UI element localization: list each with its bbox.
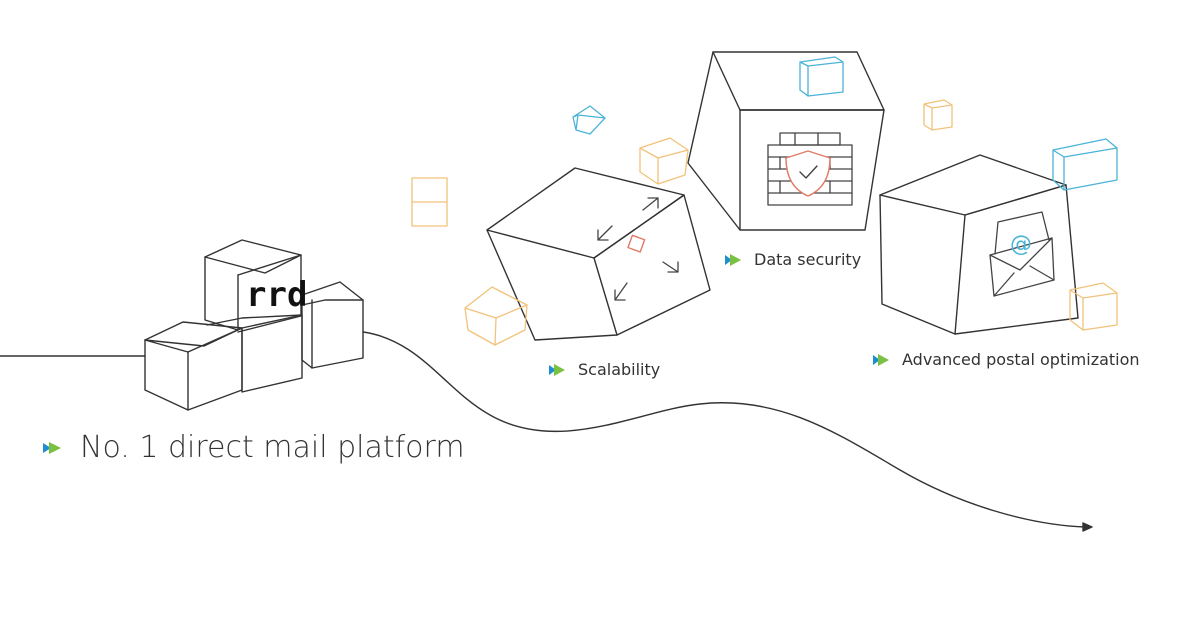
shield-check-icon bbox=[785, 150, 831, 197]
journey-line bbox=[0, 331, 1086, 528]
expand-arrows-icon bbox=[597, 197, 679, 301]
small-cube-icon bbox=[1052, 138, 1118, 191]
small-cube-icon bbox=[923, 99, 953, 131]
label-data-security: Data security bbox=[724, 250, 861, 269]
bullet-arrow-icon bbox=[548, 363, 568, 377]
small-cube-icon bbox=[464, 286, 528, 346]
postal-cube bbox=[879, 154, 1079, 335]
journey-arrow-head bbox=[1082, 522, 1093, 532]
rrd-logo: rrd bbox=[246, 275, 307, 315]
logo-cube bbox=[204, 239, 302, 333]
label-data-security-text: Data security bbox=[754, 250, 862, 269]
base-cube-middle bbox=[206, 314, 303, 393]
small-cube-icon bbox=[639, 137, 689, 185]
email-at-icon: @ bbox=[1010, 232, 1032, 257]
label-postal: Advanced postal optimization bbox=[872, 350, 1140, 369]
bullet-arrow-icon bbox=[42, 440, 64, 456]
base-cube-left bbox=[144, 321, 243, 411]
label-scalability: Scalability bbox=[548, 360, 660, 379]
data-security-cube bbox=[687, 51, 885, 231]
envelope-icon bbox=[989, 211, 1055, 297]
small-cube-icon bbox=[1069, 282, 1118, 331]
small-cube-icon bbox=[799, 56, 844, 97]
bullet-arrow-icon bbox=[724, 253, 744, 267]
scalability-cube bbox=[486, 167, 711, 341]
bullet-arrow-icon bbox=[872, 353, 892, 367]
base-cube-right bbox=[301, 281, 364, 369]
label-main: No. 1 direct mail platform bbox=[42, 430, 465, 465]
small-cube-icon bbox=[572, 105, 606, 135]
label-main-text: No. 1 direct mail platform bbox=[80, 430, 465, 465]
label-scalability-text: Scalability bbox=[578, 360, 661, 379]
small-cube-icon bbox=[411, 177, 448, 227]
label-postal-text: Advanced postal optimization bbox=[902, 350, 1140, 369]
shield-check-mark bbox=[799, 165, 818, 179]
scalability-center-square bbox=[627, 234, 646, 253]
